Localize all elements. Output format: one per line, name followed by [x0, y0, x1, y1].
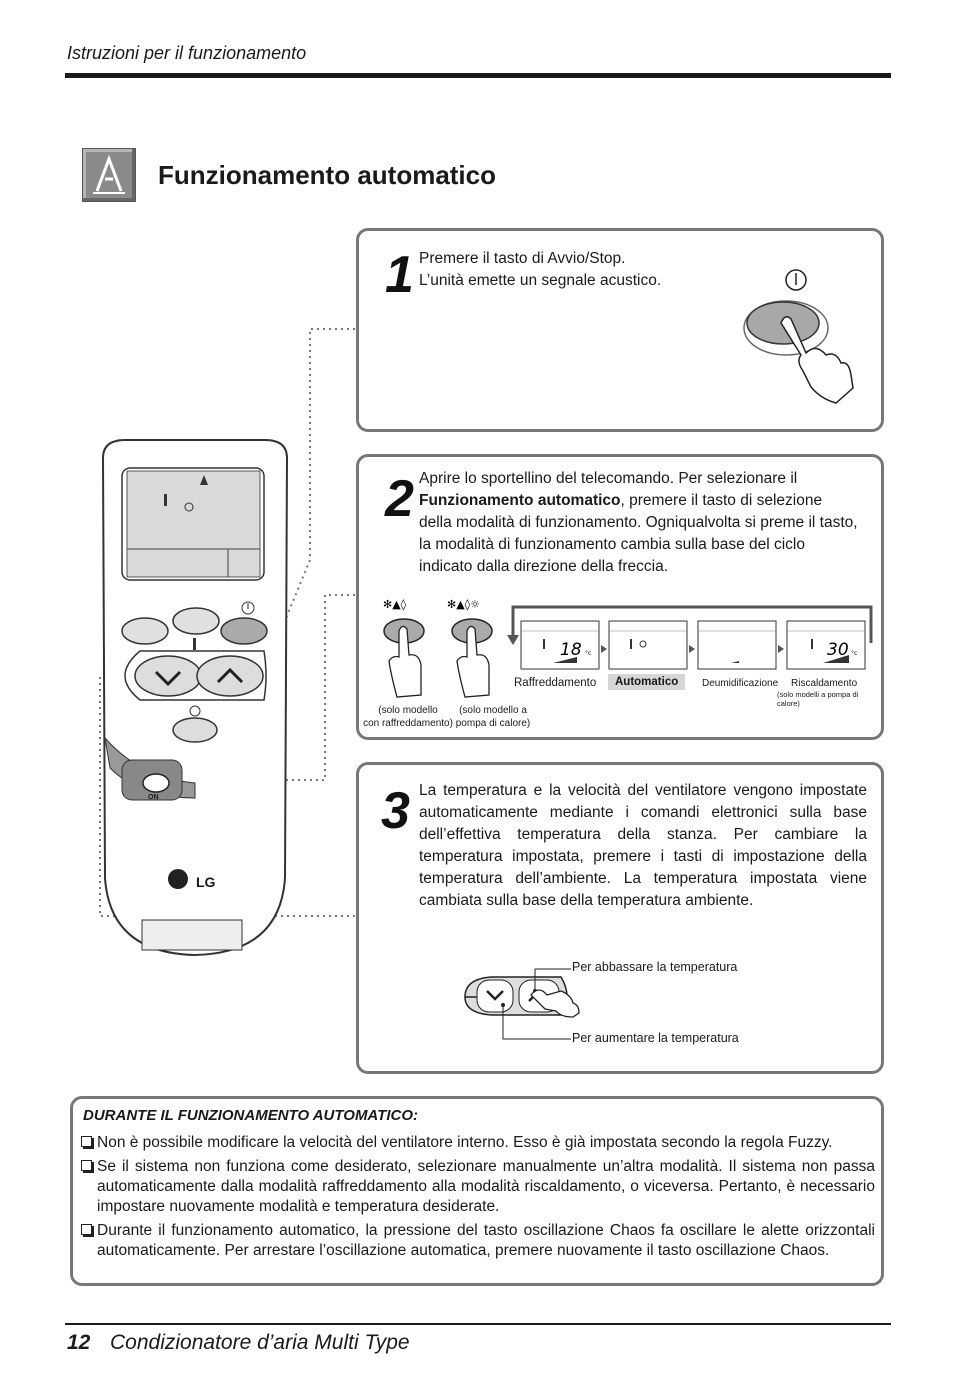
- heat-temp: 30: [827, 640, 849, 660]
- step-text-bold: Funzionamento automatico: [419, 492, 621, 509]
- mode-label-heat: Riscaldamento: [791, 678, 858, 689]
- note-title: DURANTE IL FUNZIONAMENTO AUTOMATICO:: [83, 1107, 418, 1124]
- note-item: Se il sistema non funziona come desidera…: [81, 1157, 875, 1217]
- mode-label-auto: Automatico: [608, 674, 686, 690]
- label-temp-up: Per aumentare la temperatura: [572, 1031, 739, 1045]
- note-item: Non è possibile modificare la velocità d…: [81, 1133, 875, 1153]
- button1-caption: (solo modello con raffreddamento): [363, 704, 453, 730]
- footer-rule: [65, 1323, 891, 1325]
- step-text-line: L’unità emette un segnale acustico.: [419, 272, 662, 289]
- running-header: Istruzioni per il funzionamento: [67, 43, 307, 63]
- step-number: 3: [381, 782, 410, 840]
- button2-caption: (solo modello a pompa di calore): [453, 704, 533, 730]
- start-stop-button-hand: [743, 269, 854, 404]
- label-temp-down: Per abbassare la temperatura: [572, 960, 738, 974]
- step-text: La temperatura e la velocità del ventila…: [419, 782, 867, 909]
- note-item-text: Se il sistema non funziona come desidera…: [97, 1158, 875, 1215]
- remote-control: LG ON: [100, 438, 290, 958]
- header-rule: [65, 73, 891, 78]
- svg-text:✻▲◊☼: ✻▲◊☼: [447, 598, 480, 611]
- step-text: Premere il tasto di Avvio/Stop. L’unità …: [419, 248, 661, 292]
- step-3-box: 3 La temperatura e la velocità del venti…: [356, 762, 884, 1074]
- auto-mode-icon: [82, 148, 136, 202]
- mode-label-dry: Deumidificazione: [702, 678, 779, 689]
- step-text-line: Premere il tasto di Avvio/Stop.: [419, 250, 626, 267]
- checkbox-bullet-icon: [81, 1224, 92, 1235]
- heat-note: (solo modelli a pompa di calore): [777, 690, 859, 708]
- step-text-part: , premere il tasto di selezione della mo…: [419, 492, 858, 575]
- mode-label-cool: Raffreddamento: [514, 677, 597, 689]
- step-2-box: 2 Aprire lo sportellino del telecomando.…: [356, 454, 884, 740]
- page-number: 12: [67, 1331, 91, 1354]
- on-label: ON: [148, 794, 159, 801]
- temp-buttons-figure: [464, 968, 580, 1040]
- svg-text:✻▲◊: ✻▲◊: [383, 598, 407, 611]
- note-item: Durante il funzionamento automatico, la …: [81, 1221, 875, 1261]
- checkbox-bullet-icon: [81, 1160, 92, 1171]
- note-item-text: Non è possibile modificare la velocità d…: [97, 1134, 833, 1151]
- mode-cycle-figure: 18 °c 30 °c: [507, 605, 873, 670]
- temp-unit: °c: [585, 650, 591, 657]
- step-text-part: Aprire lo sportellino del telecomando. P…: [419, 470, 798, 487]
- note-list: Non è possibile modificare la velocità d…: [81, 1133, 875, 1261]
- note-item-text: Durante il funzionamento automatico, la …: [97, 1222, 875, 1259]
- step-text: Aprire lo sportellino del telecomando. P…: [419, 468, 859, 578]
- page-title: Funzionamento automatico: [158, 160, 496, 190]
- caption-line: pompa di calore): [455, 718, 531, 729]
- mode-buttons-figure: ✻▲◊ ✻▲◊☼: [383, 598, 493, 698]
- brand-logo: LG: [196, 874, 216, 890]
- temp-unit: °c: [851, 650, 857, 657]
- cool-temp: 18: [560, 640, 582, 660]
- checkbox-bullet-icon: [81, 1136, 92, 1147]
- note-box: DURANTE IL FUNZIONAMENTO AUTOMATICO: Non…: [70, 1096, 884, 1286]
- footer-title: Condizionatore d’aria Multi Type: [110, 1331, 410, 1354]
- caption-line: (solo modello: [378, 705, 438, 716]
- step-1-box: 1 Premere il tasto di Avvio/Stop. L’unit…: [356, 228, 884, 432]
- step-number: 2: [385, 470, 414, 528]
- caption-line: con raffreddamento): [363, 718, 453, 729]
- caption-line: (solo modello a: [459, 705, 527, 716]
- step-number: 1: [385, 246, 414, 304]
